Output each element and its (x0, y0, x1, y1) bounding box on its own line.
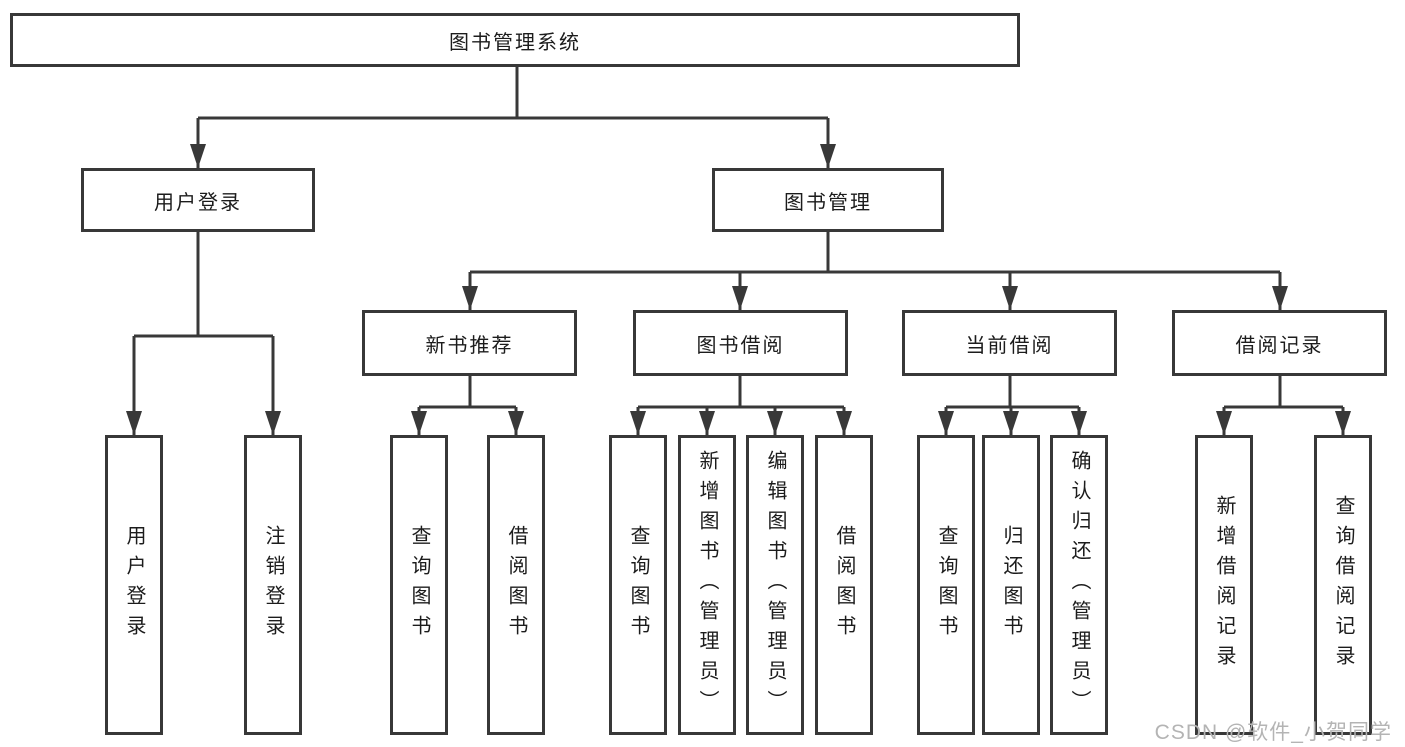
leaf-bb-borrow-books: 借阅图书 (815, 435, 873, 735)
leaf-nb-borrow-books: 借阅图书 (487, 435, 545, 735)
leaf-bb-edit-book-admin-label: 编辑图书（管理员） (764, 450, 786, 720)
node-user-login: 用户登录 (81, 168, 315, 232)
leaf-logout: 注销登录 (244, 435, 302, 735)
leaf-nb-query-books-label: 查询图书 (408, 525, 430, 645)
leaf-cb-confirm-return-admin: 确认归还（管理员） (1050, 435, 1108, 735)
node-section-book-borrow: 图书借阅 (633, 310, 848, 376)
connector-stroke-group (132, 67, 1345, 435)
leaf-user-login: 用户登录 (105, 435, 163, 735)
leaf-cb-query-books-label: 查询图书 (935, 525, 957, 645)
watermark: CSDN @软件_小贺同学 (1154, 721, 1392, 744)
leaf-bb-edit-book-admin: 编辑图书（管理员） (746, 435, 804, 735)
arrowheads-group (126, 144, 1351, 435)
leaf-bb-add-book-admin: 新增图书（管理员） (678, 435, 736, 735)
node-section-borrow-records: 借阅记录 (1172, 310, 1387, 376)
leaf-cb-confirm-return-admin-label: 确认归还（管理员） (1068, 450, 1090, 720)
leaf-cb-query-books: 查询图书 (917, 435, 975, 735)
leaf-nb-query-books: 查询图书 (390, 435, 448, 735)
node-section-new-book-recommend: 新书推荐 (362, 310, 577, 376)
leaf-br-add-record-label: 新增借阅记录 (1213, 495, 1235, 675)
leaf-br-query-record: 查询借阅记录 (1314, 435, 1372, 735)
node-section-current-borrow: 当前借阅 (902, 310, 1117, 376)
leaf-bb-query-books-label: 查询图书 (627, 525, 649, 645)
leaf-br-query-record-label: 查询借阅记录 (1332, 495, 1354, 675)
leaf-br-add-record: 新增借阅记录 (1195, 435, 1253, 735)
node-book-management: 图书管理 (712, 168, 944, 232)
node-root: 图书管理系统 (10, 13, 1020, 67)
leaf-cb-return-books-label: 归还图书 (1000, 525, 1022, 645)
leaf-logout-label: 注销登录 (262, 525, 284, 645)
leaf-bb-query-books: 查询图书 (609, 435, 667, 735)
leaf-nb-borrow-books-label: 借阅图书 (505, 525, 527, 645)
leaf-cb-return-books: 归还图书 (982, 435, 1040, 735)
leaf-user-login-label: 用户登录 (123, 525, 145, 645)
leaf-bb-borrow-books-label: 借阅图书 (833, 525, 855, 645)
leaf-bb-add-book-admin-label: 新增图书（管理员） (696, 450, 718, 720)
